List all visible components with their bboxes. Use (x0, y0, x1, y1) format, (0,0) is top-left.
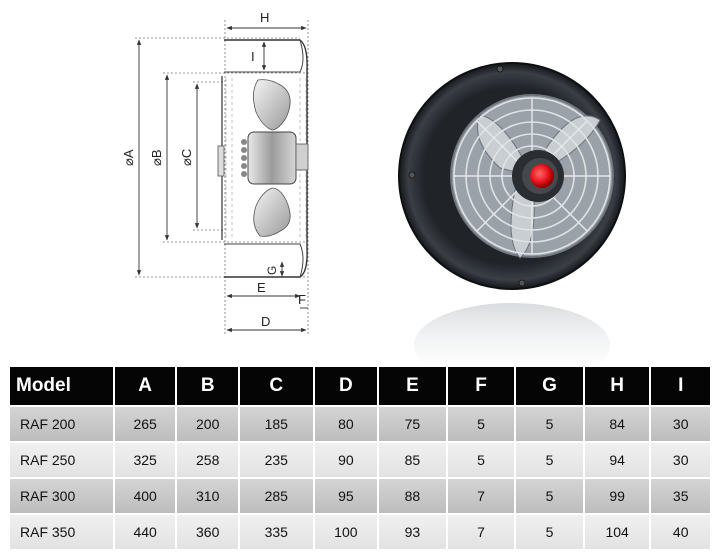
cell-a: 325 (114, 443, 176, 477)
cell-h: 84 (584, 407, 650, 441)
column-header-h: H (584, 367, 650, 405)
cell-c: 285 (239, 479, 313, 513)
cell-d: 95 (314, 479, 378, 513)
cell-b: 310 (177, 479, 238, 513)
cell-b: 360 (177, 515, 238, 549)
cell-g: 5 (516, 407, 583, 441)
cell-i: 35 (651, 479, 710, 513)
column-header-e: E (379, 367, 446, 405)
column-header-c: C (239, 367, 313, 405)
technical-drawing-area: ⌀A ⌀B ⌀C H I G E F D (121, 10, 626, 362)
cell-model: RAF 300 (10, 479, 113, 513)
column-header-a: A (114, 367, 176, 405)
specifications-table: Model A B C D E F G H I RAF 200 265 200 … (8, 365, 712, 551)
dim-label-I: I (251, 49, 255, 64)
cell-e: 85 (379, 443, 446, 477)
table-row: RAF 250 325 258 235 90 85 5 5 94 30 (10, 443, 710, 477)
cell-e: 93 (379, 515, 446, 549)
cell-d: 90 (314, 443, 378, 477)
cell-h: 94 (584, 443, 650, 477)
dim-label-C: ⌀C (179, 149, 194, 166)
dim-label-F: F (298, 292, 306, 307)
dim-label-H: H (260, 10, 269, 25)
cell-f: 5 (447, 443, 515, 477)
cell-f: 7 (447, 479, 515, 513)
cell-h: 99 (584, 479, 650, 513)
cell-d: 80 (314, 407, 378, 441)
column-header-b: B (177, 367, 238, 405)
table-header-row: Model A B C D E F G H I (10, 367, 710, 405)
fan-product-image (398, 62, 626, 362)
cell-model: RAF 350 (10, 515, 113, 549)
cell-e: 75 (379, 407, 446, 441)
dim-label-B: ⌀B (149, 150, 164, 167)
side-view-drawing: ⌀A ⌀B ⌀C H I G E F D (121, 10, 309, 335)
table-row: RAF 300 400 310 285 95 88 7 5 99 35 (10, 479, 710, 513)
cell-a: 265 (114, 407, 176, 441)
dim-label-A: ⌀A (121, 149, 136, 166)
cell-c: 185 (239, 407, 313, 441)
cell-b: 200 (177, 407, 238, 441)
cell-b: 258 (177, 443, 238, 477)
cell-model: RAF 200 (10, 407, 113, 441)
table-row: RAF 200 265 200 185 80 75 5 5 84 30 (10, 407, 710, 441)
table-row: RAF 350 440 360 335 100 93 7 5 104 40 (10, 515, 710, 549)
cell-g: 5 (516, 515, 583, 549)
cell-i: 40 (651, 515, 710, 549)
dim-label-G: G (265, 266, 279, 275)
dim-label-E: E (257, 280, 266, 295)
cell-c: 335 (239, 515, 313, 549)
dim-label-D: D (261, 314, 270, 329)
column-header-d: D (314, 367, 378, 405)
column-header-i: I (651, 367, 710, 405)
cell-model: RAF 250 (10, 443, 113, 477)
cell-c: 235 (239, 443, 313, 477)
fan-drawing-svg: ⌀A ⌀B ⌀C H I G E F D (121, 10, 626, 362)
cell-d: 100 (314, 515, 378, 549)
cell-a: 440 (114, 515, 176, 549)
cell-g: 5 (516, 443, 583, 477)
column-header-g: G (516, 367, 583, 405)
cell-f: 5 (447, 407, 515, 441)
cell-i: 30 (651, 407, 710, 441)
cell-g: 5 (516, 479, 583, 513)
cell-a: 400 (114, 479, 176, 513)
cell-i: 30 (651, 443, 710, 477)
cell-h: 104 (584, 515, 650, 549)
column-header-model: Model (10, 367, 113, 405)
cell-e: 88 (379, 479, 446, 513)
column-header-f: F (447, 367, 515, 405)
cell-f: 7 (447, 515, 515, 549)
